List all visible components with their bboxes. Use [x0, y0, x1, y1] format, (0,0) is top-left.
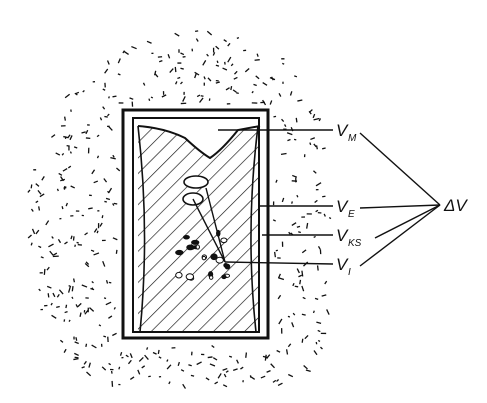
label-vks: V KS [336, 226, 362, 249]
label-vi: V I [336, 255, 351, 278]
svg-text:V: V [336, 197, 349, 216]
container-outer-wall [121, 108, 270, 340]
surrounding-stipple [27, 30, 332, 389]
svg-text:M: M [348, 133, 357, 144]
svg-text:I: I [348, 267, 351, 278]
soil-body [137, 125, 261, 333]
svg-text:E: E [348, 209, 355, 220]
svg-text:V: V [336, 255, 349, 274]
label-ve: V E [336, 197, 355, 220]
svg-text:V: V [336, 121, 349, 140]
micro-pores [175, 229, 231, 281]
label-vm: V M [336, 121, 357, 144]
svg-text:KS: KS [348, 238, 362, 249]
label-delta-v: ΔV [443, 196, 468, 215]
svg-text:V: V [336, 226, 349, 245]
leader-lines [192, 129, 441, 267]
